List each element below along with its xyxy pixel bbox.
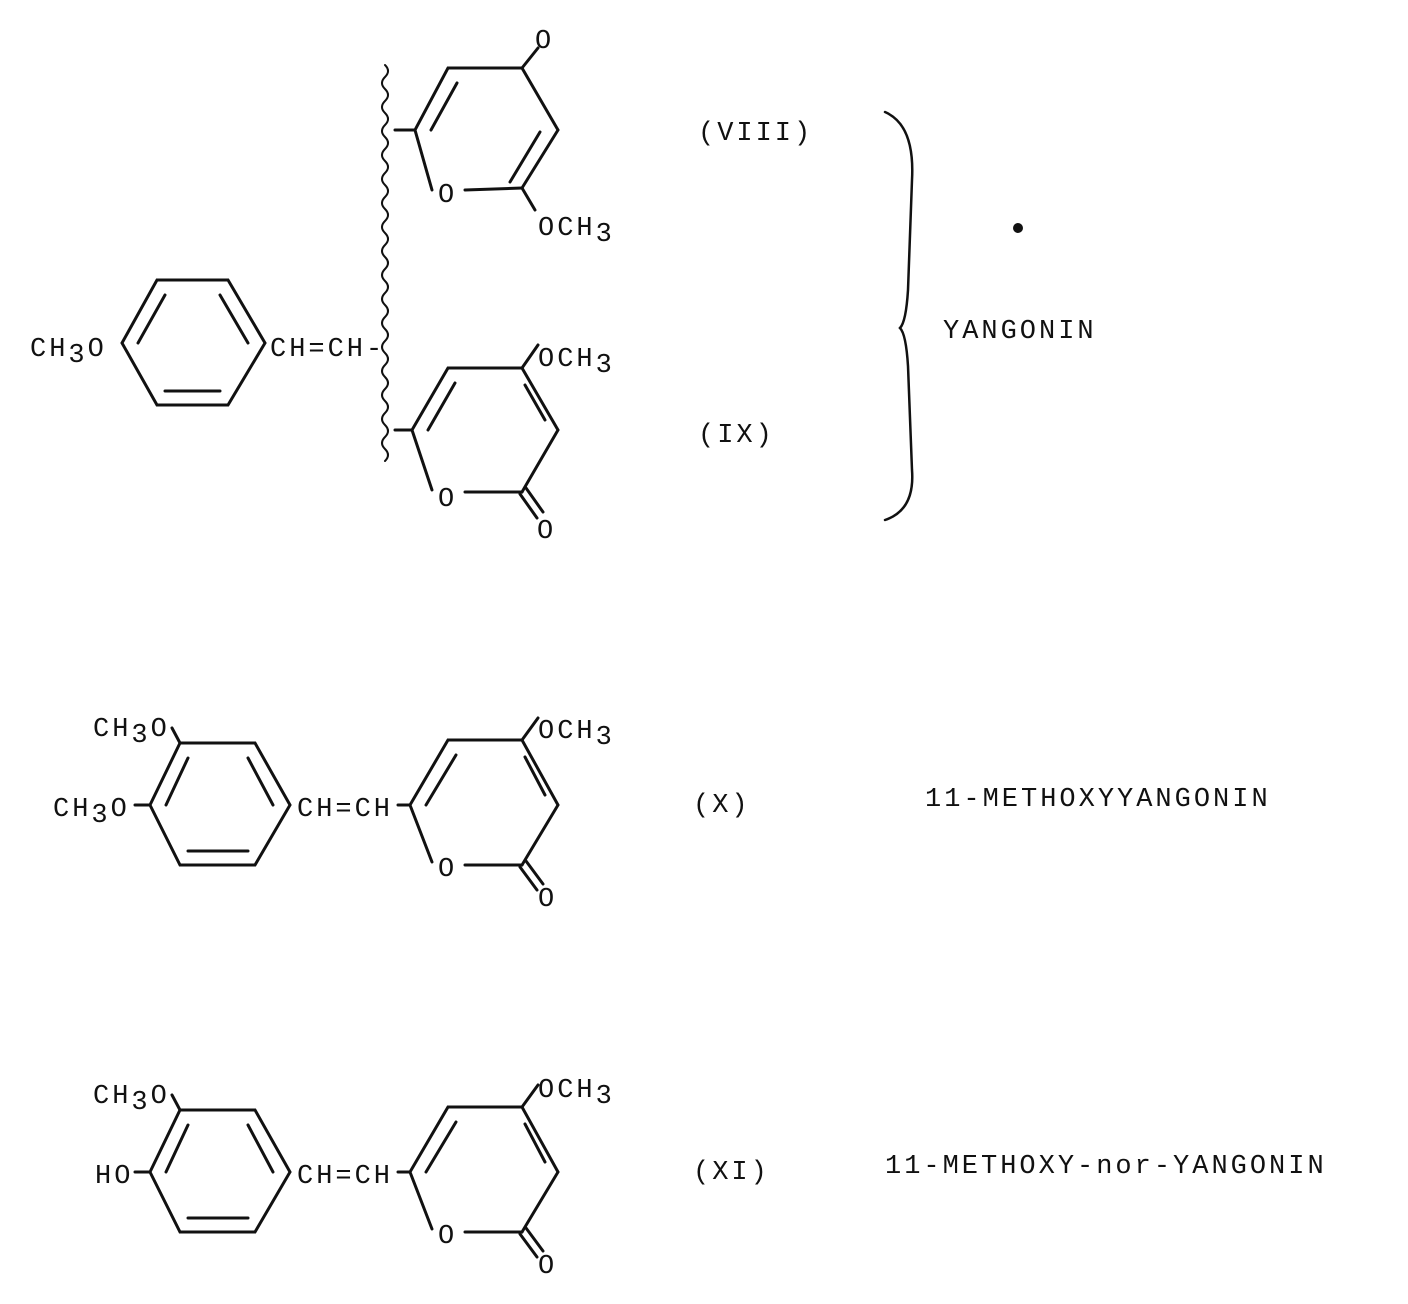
structure-x: CH3O CH3O CH=CH OCH3 O O (X) 11-METHOXYY… <box>53 715 1271 915</box>
methoxy-group: OCH3 <box>538 717 615 753</box>
pyranone-ring <box>396 1083 560 1259</box>
ring-oxygen: O <box>438 855 457 885</box>
carbonyl-oxygen: O <box>538 1252 557 1282</box>
methoxy-group: CH3O <box>93 1082 170 1118</box>
methoxy-group: CH3O <box>30 335 107 371</box>
benzene-ring <box>133 1093 292 1234</box>
wavy-bond <box>381 64 389 462</box>
ring-oxygen: O <box>438 485 457 515</box>
pyranone-ring-ix <box>393 343 560 520</box>
yangonin-structure: CH3O CH=CH- O O OCH3 OCH3 O O <box>30 27 1097 547</box>
benzene-ring <box>133 726 292 867</box>
methoxy-group: CH3O <box>93 715 170 751</box>
hydroxy-group: HO <box>95 1162 133 1192</box>
vinyl-linker: CH=CH <box>297 1162 393 1192</box>
carbonyl-oxygen: O <box>538 885 557 915</box>
compound-label-ix: (IX) <box>698 421 775 451</box>
ring-oxygen: O <box>438 181 457 211</box>
carbonyl-oxygen: O <box>535 27 554 57</box>
ring-oxygen: O <box>438 1222 457 1252</box>
benzene-ring <box>120 278 267 407</box>
pyranone-ring-viii <box>393 46 560 212</box>
vinyl-linker: CH=CH <box>297 795 393 825</box>
compound-label-xi: (XI) <box>693 1158 770 1188</box>
methoxy-group: CH3O <box>53 795 130 831</box>
compound-label-viii: (VIII) <box>698 119 813 149</box>
compound-label-x: (X) <box>693 791 751 821</box>
compound-name-x: 11-METHOXYYANGONIN <box>925 785 1271 815</box>
curly-brace <box>883 110 914 522</box>
pyranone-ring <box>396 716 560 892</box>
group-name-yangonin: YANGONIN <box>943 317 1097 347</box>
vinyl-linker: CH=CH- <box>270 335 385 365</box>
methoxy-group: OCH3 <box>538 345 615 381</box>
bullet-dot <box>1013 223 1023 233</box>
methoxy-group: OCH3 <box>538 214 615 250</box>
structure-xi: CH3O HO CH=CH OCH3 O O (XI) 11-METHOXY-n… <box>93 1076 1327 1282</box>
carbonyl-oxygen: O <box>537 517 556 547</box>
compound-name-xi: 11-METHOXY-nor-YANGONIN <box>885 1152 1327 1182</box>
methoxy-group: OCH3 <box>538 1076 615 1112</box>
